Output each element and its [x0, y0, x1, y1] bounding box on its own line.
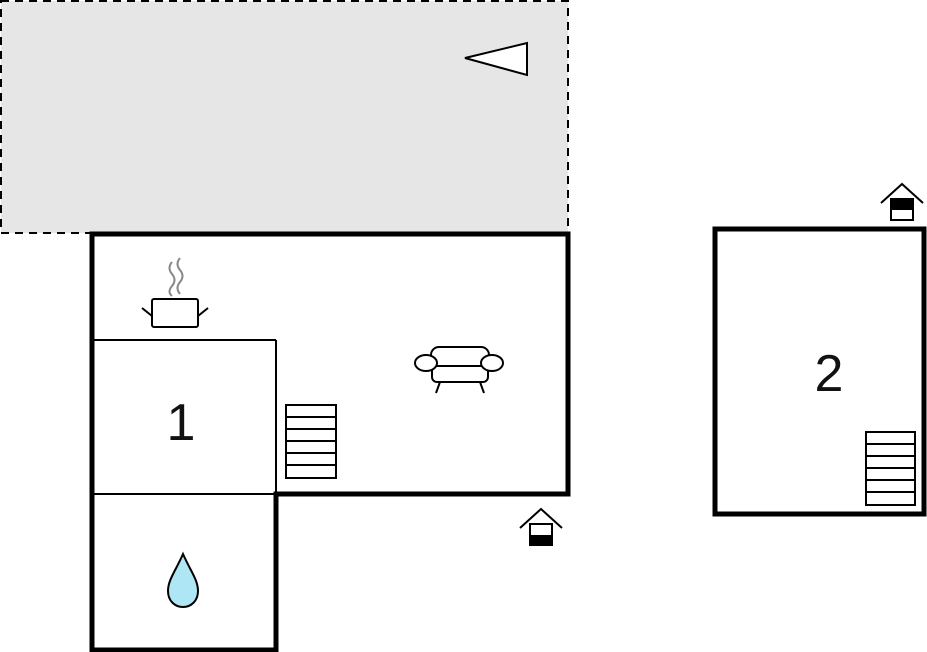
kitchen-pot-icon	[141, 257, 209, 328]
compass-arrow-icon	[464, 41, 528, 77]
entrance-house-icon	[519, 507, 563, 546]
room-2-label: 2	[815, 345, 844, 403]
terrace-area	[0, 0, 569, 234]
bathroom-water-drop-icon	[166, 551, 200, 609]
sofa-icon	[414, 346, 504, 394]
stairs-icon	[865, 431, 916, 506]
entrance-house-icon	[880, 182, 924, 221]
stairs-icon	[285, 404, 337, 479]
room-1-label: 1	[167, 394, 196, 452]
